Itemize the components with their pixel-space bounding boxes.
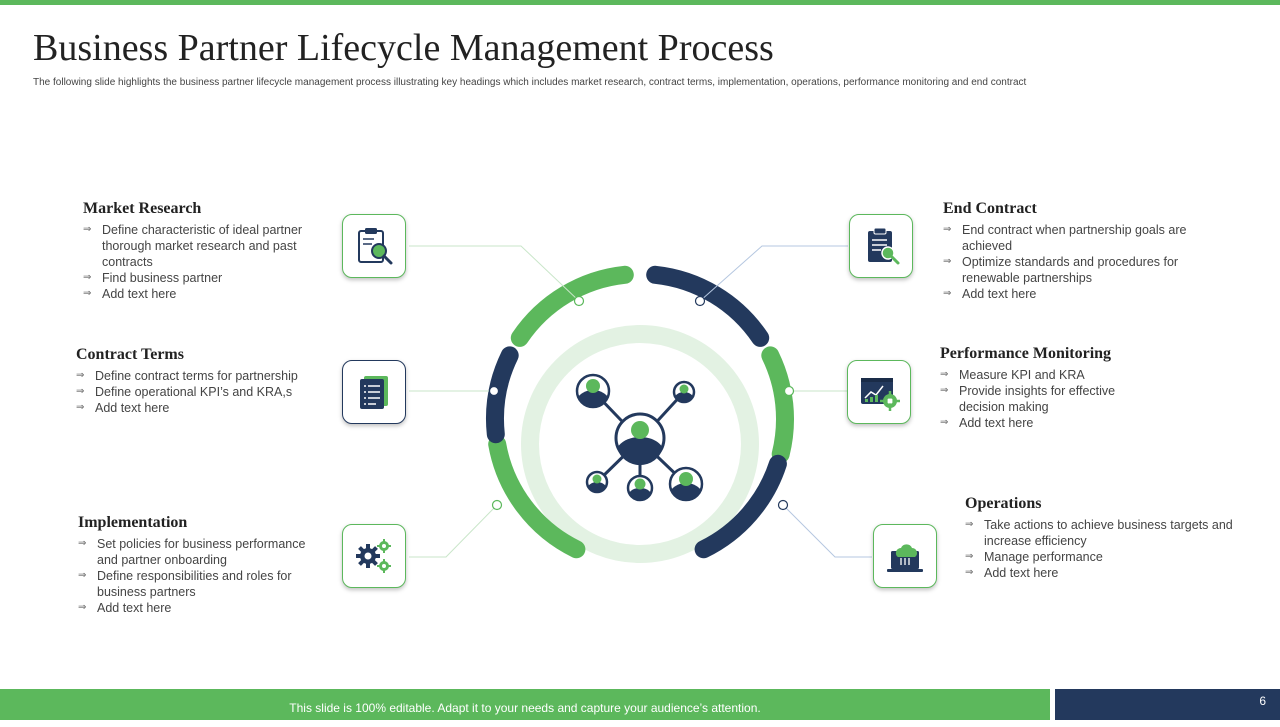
- stage-bullet: Provide insights for effective decision …: [940, 383, 1140, 415]
- inner-ring: [521, 325, 759, 563]
- stage-performance-monitoring: Performance Monitoring Measure KPI and K…: [940, 345, 1140, 431]
- stage-market-research: Market Research Define characteristic of…: [83, 200, 318, 302]
- stage-implementation: Implementation Set policies for business…: [78, 514, 318, 616]
- document-list-icon: [360, 376, 388, 409]
- cloud-laptop-icon: [887, 544, 923, 572]
- top-accent-bar: [0, 0, 1280, 5]
- connector-lines: [409, 245, 872, 558]
- arc-performance: [761, 346, 794, 464]
- stage-bullet: Add text here: [940, 415, 1140, 431]
- slide-title: Business Partner Lifecycle Management Pr…: [33, 27, 774, 69]
- dot-operations: [777, 499, 789, 511]
- footer-text: This slide is 100% editable. Adapt it to…: [289, 701, 761, 715]
- gears-icon: [356, 539, 391, 573]
- node-top-right: [672, 380, 696, 404]
- stage-bullet: Set policies for business performance an…: [78, 536, 318, 568]
- performance-monitoring-icon-box: [847, 360, 911, 424]
- partner-network-icon: [575, 373, 704, 502]
- stage-heading: Implementation: [78, 514, 188, 531]
- stage-bullet: Define characteristic of ideal partner t…: [83, 222, 318, 270]
- slide-subtitle: The following slide highlights the busin…: [33, 77, 1027, 88]
- dashboard-gear-icon: [861, 378, 900, 411]
- node-top-left: [575, 373, 611, 409]
- arc-implementation: [488, 435, 586, 559]
- stage-contract-terms: Contract Terms Define contract terms for…: [76, 346, 326, 416]
- clipboard-search-icon: [358, 228, 393, 265]
- dot-implementation: [491, 499, 503, 511]
- stage-bullet: Measure KPI and KRA: [940, 367, 1140, 383]
- stage-heading: Operations: [965, 495, 1042, 512]
- stage-bullet: Find business partner: [83, 270, 318, 286]
- stage-bullet: End contract when partnership goals are …: [943, 222, 1208, 254]
- arc-operations: [694, 454, 787, 559]
- lifecycle-arcs: [486, 265, 794, 559]
- connector-implementation: [409, 504, 498, 558]
- stage-bullet: Define responsibilities and roles for bu…: [78, 568, 318, 600]
- node-bottom-right: [668, 466, 704, 502]
- stage-bullet: Define contract terms for partnership: [76, 368, 326, 384]
- stage-bullet: Add text here: [78, 600, 318, 616]
- dot-performance: [783, 385, 795, 397]
- contract-terms-icon-box: [342, 360, 406, 424]
- stage-bullet: Add text here: [943, 286, 1208, 302]
- stage-bullet: Optimize standards and procedures for re…: [943, 254, 1208, 286]
- implementation-icon-box: [342, 524, 406, 588]
- stage-bullet: Define operational KPI’s and KRA,s: [76, 384, 326, 400]
- stage-operations: Operations Take actions to achieve busin…: [965, 495, 1235, 581]
- stage-bullet: Add text here: [76, 400, 326, 416]
- stage-heading: Contract Terms: [76, 346, 184, 363]
- market-research-icon-box: [342, 214, 406, 278]
- node-center: [614, 412, 666, 466]
- dot-end-contract: [694, 295, 706, 307]
- node-bottom-center: [626, 474, 654, 502]
- clipboard-check-icon: [868, 227, 900, 265]
- connector-dots: [488, 295, 795, 511]
- stage-bullet: Take actions to achieve business targets…: [965, 517, 1235, 549]
- stage-heading: Market Research: [83, 200, 202, 217]
- page-number: 6: [1259, 694, 1266, 708]
- stage-bullet: Add text here: [965, 565, 1235, 581]
- dot-contract-terms: [488, 385, 500, 397]
- connector-operations: [782, 504, 872, 558]
- end-contract-icon-box: [849, 214, 913, 278]
- stage-bullet: Manage performance: [965, 549, 1235, 565]
- arc-market-research: [510, 265, 634, 347]
- node-bottom-left: [585, 470, 609, 494]
- stage-bullet: Add text here: [83, 286, 318, 302]
- arc-end-contract: [646, 265, 770, 347]
- connector-end-contract: [699, 245, 848, 302]
- stage-heading: End Contract: [943, 200, 1037, 217]
- footer-note: This slide is 100% editable. Adapt it to…: [0, 689, 1050, 720]
- dot-market-research: [573, 295, 585, 307]
- connector-market-research: [409, 245, 580, 302]
- stage-end-contract: End Contract End contract when partnersh…: [943, 200, 1208, 302]
- stage-heading: Performance Monitoring: [940, 345, 1112, 362]
- footer-page-box: 6: [1055, 689, 1280, 720]
- operations-icon-box: [873, 524, 937, 588]
